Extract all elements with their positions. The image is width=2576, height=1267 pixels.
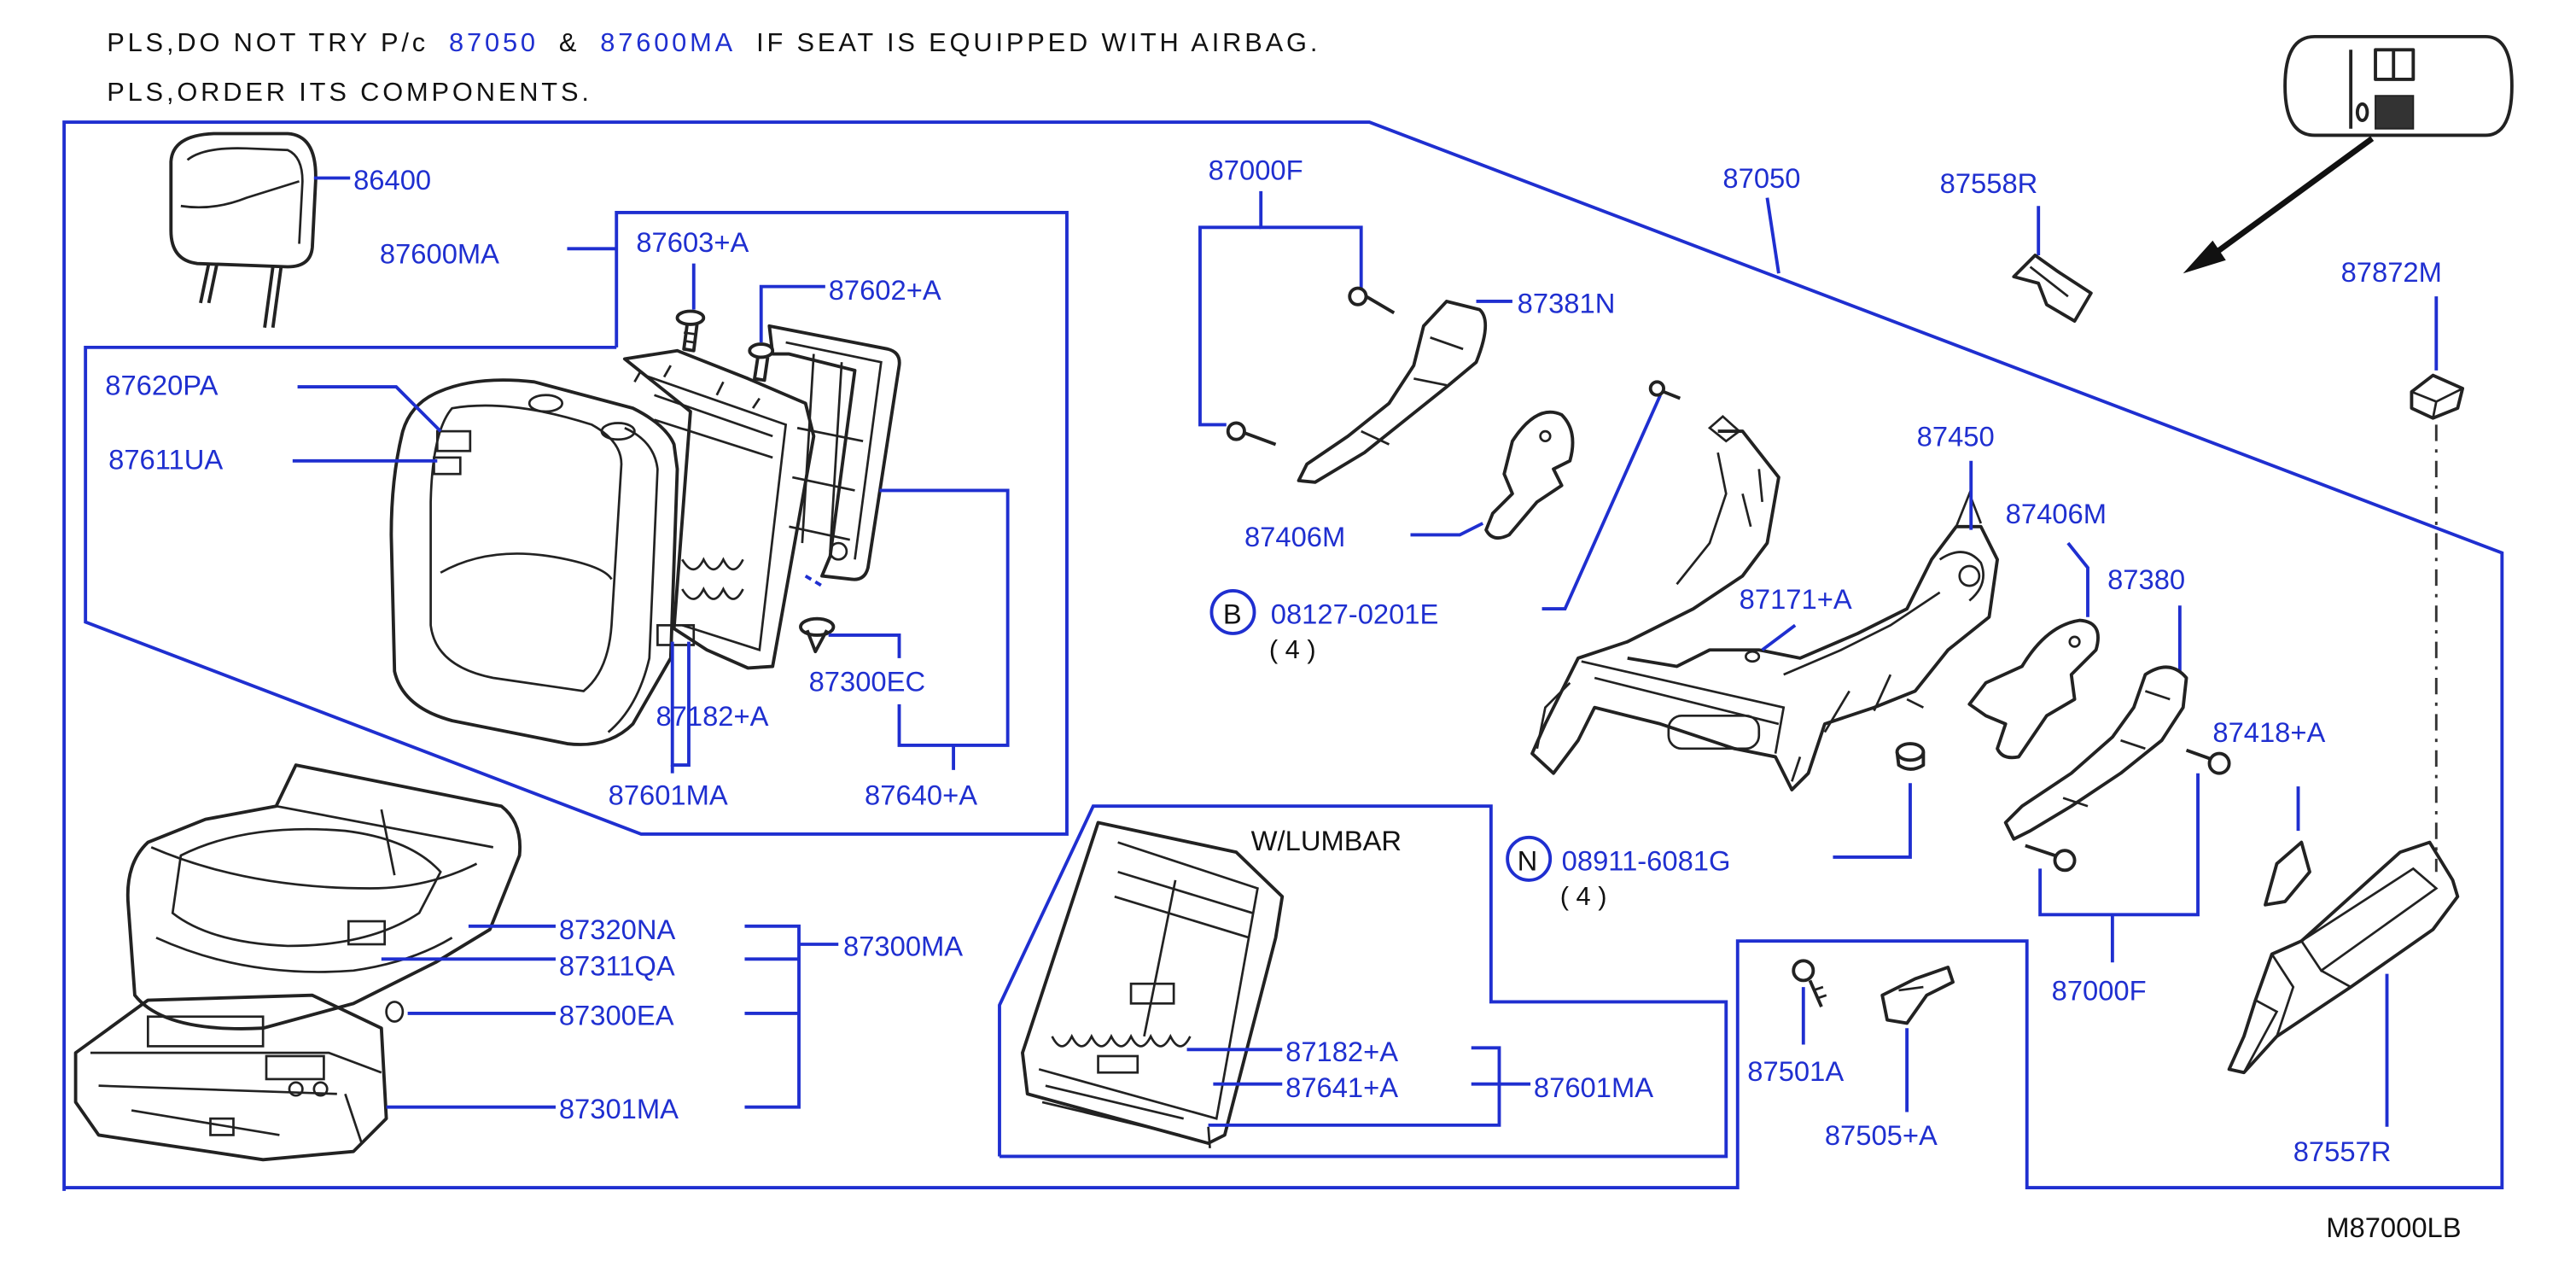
seatback-board-illustration xyxy=(767,324,901,581)
note-part-87600ma[interactable]: 87600MA xyxy=(600,27,736,57)
diagram-code: M87000LB xyxy=(2326,1212,2461,1243)
callout-08127-0201e[interactable]: 08127-0201E xyxy=(1271,598,1439,629)
callout-87872m[interactable]: 87872M xyxy=(2341,256,2442,288)
spring-87406m-right-icon xyxy=(1967,618,2100,760)
recliner-cover-87381n-illustration xyxy=(1297,300,1488,484)
note-line-1-suffix: IF SEAT IS EQUIPPED WITH AIRBAG. xyxy=(756,27,1320,57)
nut-n-quantity: ( 4 ) xyxy=(1560,881,1607,911)
callout-87450[interactable]: 87450 xyxy=(1917,420,1995,452)
clip-87558r-icon xyxy=(2012,254,2093,323)
seat-adjuster-87450-illustration xyxy=(1530,429,1999,791)
clip-87300ec-icon xyxy=(799,616,836,654)
callout-87418a[interactable]: 87418+A xyxy=(2212,716,2325,748)
callout-87640a[interactable]: 87640+A xyxy=(865,779,977,810)
nut-code-n-circle xyxy=(1506,835,1553,882)
bolt-upper-icon xyxy=(1226,286,1396,447)
callout-87320na[interactable]: 87320NA xyxy=(559,914,676,945)
cap-87872m-icon xyxy=(2410,373,2465,420)
callout-87171a[interactable]: 87171+A xyxy=(1740,583,1852,615)
callout-87601ma-lumbar[interactable]: 87601MA xyxy=(1534,1071,1653,1103)
callout-87381n[interactable]: 87381N xyxy=(1518,287,1616,318)
spring-87406m-left-icon xyxy=(1484,410,1575,540)
nut-08911-icon xyxy=(1895,742,1926,771)
bracket-87505a-icon xyxy=(1880,966,1955,1025)
callout-87000f-bottom[interactable]: 87000F xyxy=(2052,974,2147,1006)
callout-87601ma-seatback[interactable]: 87601MA xyxy=(609,779,728,810)
lumbar-box-title: W/LUMBAR xyxy=(1251,825,1402,856)
callout-87380[interactable]: 87380 xyxy=(2107,563,2185,595)
recliner-cover-87380-illustration xyxy=(2003,665,2188,841)
screw-87602a-icon xyxy=(748,342,775,382)
seatback-group-box xyxy=(84,211,1069,836)
lumbar-frame-illustration xyxy=(1021,820,1285,1148)
seat-cushion-frame-illustration xyxy=(73,993,388,1162)
callout-87600ma[interactable]: 87600MA xyxy=(380,238,499,270)
bolt-code-b-circle xyxy=(1209,588,1256,635)
headrest-illustration xyxy=(169,131,318,329)
callout-87505a[interactable]: 87505+A xyxy=(1825,1119,1938,1151)
callout-87301ma[interactable]: 87301MA xyxy=(559,1093,679,1124)
callout-87620pa[interactable]: 87620PA xyxy=(105,370,218,401)
cover-87557r-illustration xyxy=(2227,840,2460,1075)
callout-87000f-top[interactable]: 87000F xyxy=(1209,154,1303,185)
callout-87501a[interactable]: 87501A xyxy=(1747,1055,1844,1087)
callout-87641a[interactable]: 87641+A xyxy=(1285,1071,1398,1103)
clip-87171a-icon xyxy=(1745,650,1761,663)
note-ampersand: & xyxy=(559,27,580,57)
callout-87557r[interactable]: 87557R xyxy=(2293,1136,2392,1167)
bolt-lower-icon xyxy=(2025,844,2077,873)
callout-87311qa[interactable]: 87311QA xyxy=(559,950,675,982)
callout-87300ma[interactable]: 87300MA xyxy=(843,930,963,961)
seatback-frame-illustration xyxy=(622,348,816,670)
callout-87050[interactable]: 87050 xyxy=(1722,162,1800,194)
callout-08911-6081g[interactable]: 08911-6081G xyxy=(1562,844,1731,876)
clip-87418a-icon xyxy=(2264,840,2311,907)
vehicle-seat-location-icon xyxy=(2283,34,2514,137)
seat-cushion-illustration xyxy=(125,763,522,1031)
clip-87300ea-icon xyxy=(385,1001,405,1023)
callout-87406m-right[interactable]: 87406M xyxy=(2006,498,2107,529)
callout-87300ea[interactable]: 87300EA xyxy=(559,999,674,1031)
callout-87406m-left[interactable]: 87406M xyxy=(1244,521,1345,552)
callout-87603a[interactable]: 87603+A xyxy=(636,226,749,258)
callout-87558r[interactable]: 87558R xyxy=(1940,167,2038,199)
bolt-87501a-icon xyxy=(1792,959,1827,1007)
note-part-87050[interactable]: 87050 xyxy=(449,27,539,57)
nut-code-n-letter: N xyxy=(1518,844,1538,876)
seatback-cushion-illustration xyxy=(389,378,679,746)
callout-87182a-lumbar[interactable]: 87182+A xyxy=(1285,1036,1398,1067)
callout-87602a[interactable]: 87602+A xyxy=(829,274,941,306)
bolt-code-b-letter: B xyxy=(1223,598,1242,629)
bolt-adjuster-top-icon xyxy=(1648,380,1741,443)
note-line-1: PLS,DO NOT TRY P/c 87050 & 87600MA IF SE… xyxy=(107,27,1320,57)
note-line-1-prefix: PLS,DO NOT TRY P/c xyxy=(107,27,428,57)
bolt-b-quantity: ( 4 ) xyxy=(1269,634,1316,664)
callout-86400[interactable]: 86400 xyxy=(353,164,431,196)
callout-87300ec[interactable]: 87300EC xyxy=(809,665,926,697)
location-arrow-icon xyxy=(2183,136,2375,274)
callout-87611ua[interactable]: 87611UA xyxy=(108,443,223,475)
lumbar-group-box xyxy=(998,804,1728,1159)
callout-87182a-seatback[interactable]: 87182+A xyxy=(656,700,768,732)
bolt-87418a-icon xyxy=(2185,748,2231,775)
note-line-2: PLS,ORDER ITS COMPONENTS. xyxy=(107,77,592,107)
assembly-outline xyxy=(62,120,2504,1191)
screw-87603a-icon xyxy=(675,309,706,353)
